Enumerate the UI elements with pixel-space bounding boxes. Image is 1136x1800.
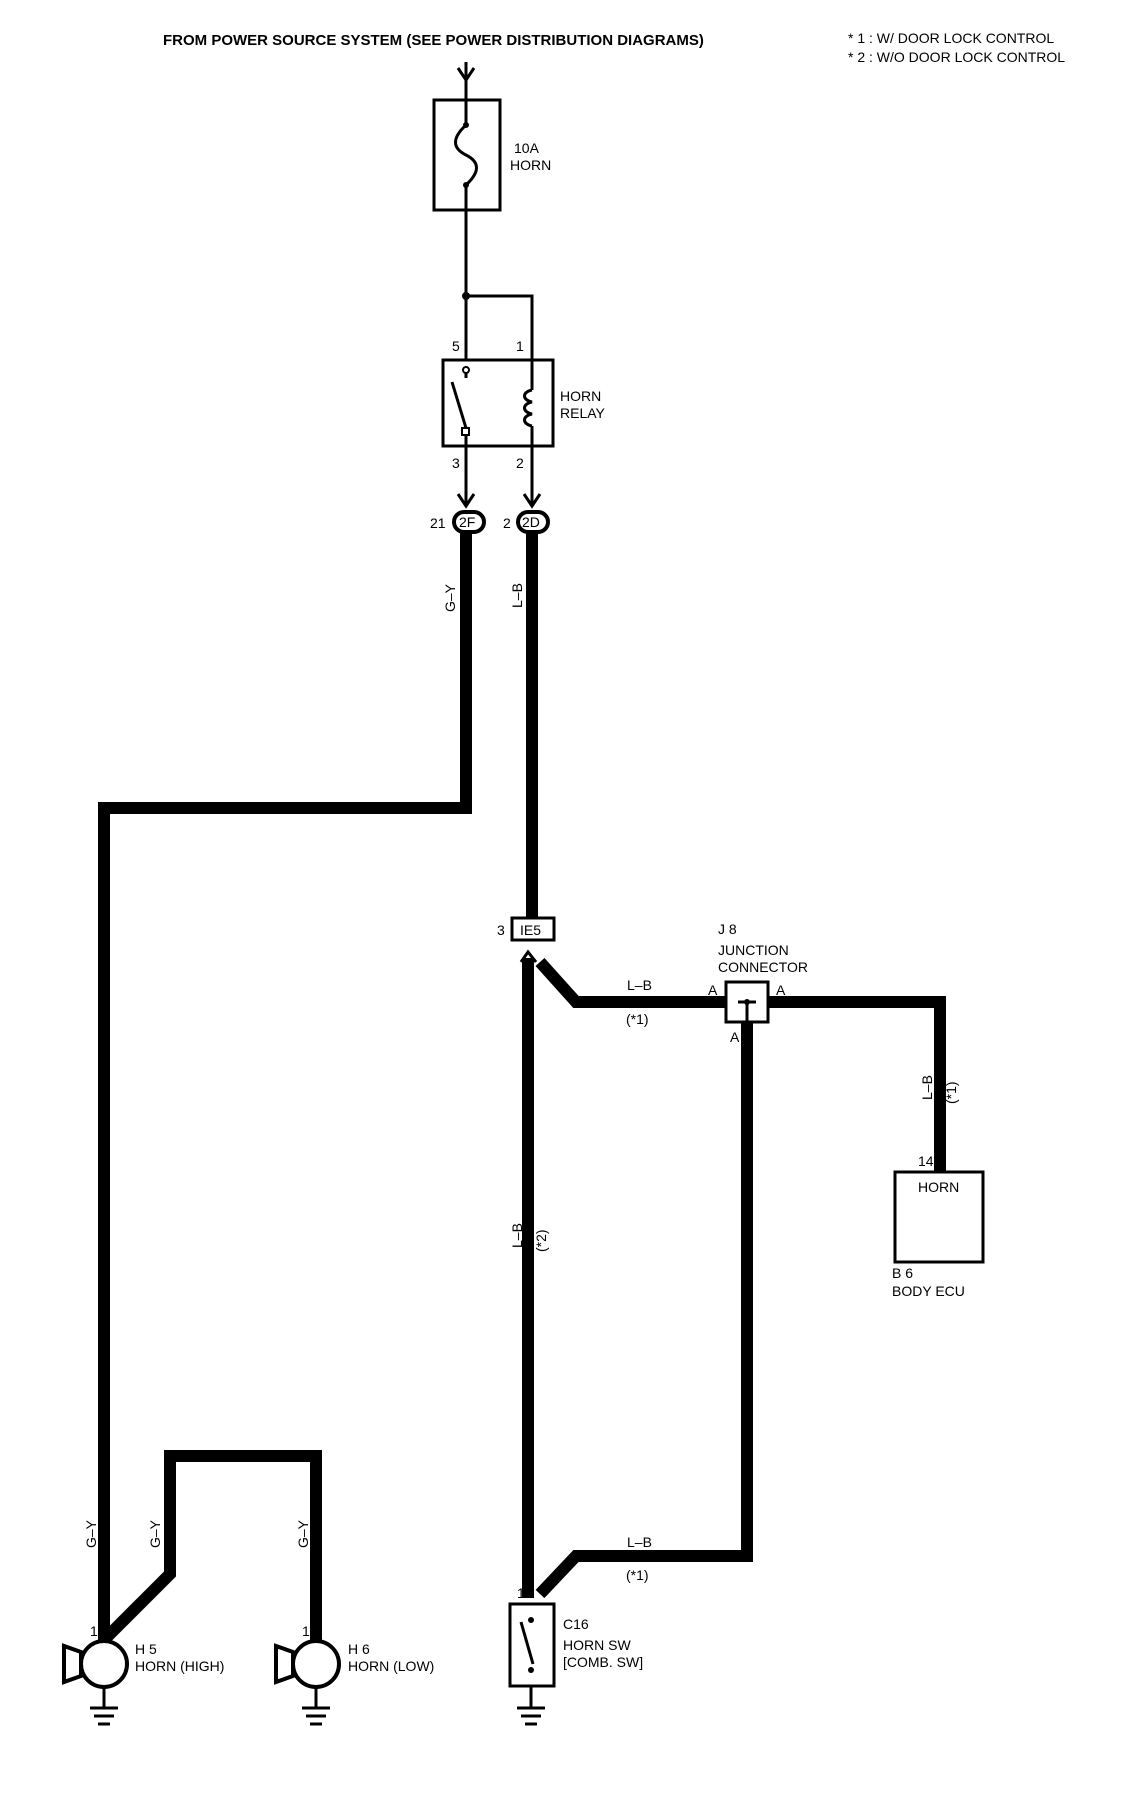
horn-low-h6 xyxy=(274,1639,341,1708)
relay-pin-3: 3 xyxy=(452,455,460,471)
wire-label-lb-ecu-note: (*1) xyxy=(943,1081,959,1104)
wire-label-lb-main: L–B xyxy=(509,1223,525,1248)
ecu-horn-label: HORN xyxy=(918,1179,959,1195)
connector-ie5-id: IE5 xyxy=(520,922,541,938)
connector-2d-id: 2D xyxy=(522,514,540,530)
power-source-arrow xyxy=(456,62,476,100)
ground-icon xyxy=(517,1706,545,1726)
horn-high-name: HORN (HIGH) xyxy=(135,1658,224,1674)
relay-pin-1: 1 xyxy=(516,338,524,354)
junction-label-line1: JUNCTION xyxy=(718,942,789,958)
horn-high-pin: 1 xyxy=(90,1623,98,1639)
note-1: * 1 : W/ DOOR LOCK CONTROL xyxy=(848,30,1054,46)
junction-id: J 8 xyxy=(718,921,737,937)
relay-label-line1: HORN xyxy=(560,388,601,404)
note-2: * 2 : W/O DOOR LOCK CONTROL xyxy=(848,49,1065,65)
connector-2f-id: 2F xyxy=(459,514,475,530)
relay-pin-5: 5 xyxy=(452,338,460,354)
connector-ie5 xyxy=(510,916,556,942)
horn-low-id: H 6 xyxy=(348,1641,370,1657)
junction-label-line2: CONNECTOR xyxy=(718,959,808,975)
connector-ie5-pin: 3 xyxy=(497,922,505,938)
horn-relay xyxy=(441,358,555,448)
wire-label-lb-top: L–B xyxy=(509,583,525,608)
wire-label-gy-top: G–Y xyxy=(442,583,458,612)
junction-pin-left: A xyxy=(708,982,718,998)
horn-switch-pin: 1 xyxy=(517,1585,525,1601)
wire-label-lb-sw-note: (*1) xyxy=(626,1567,649,1583)
body-ecu xyxy=(893,1170,985,1264)
horn-low-pin: 1 xyxy=(302,1623,310,1639)
relay-label-line2: RELAY xyxy=(560,405,606,421)
wire-lb-j8-to-switch xyxy=(535,1022,753,1599)
diagram-title: FROM POWER SOURCE SYSTEM (SEE POWER DIST… xyxy=(163,32,704,49)
connector-2f-pin: 21 xyxy=(430,515,446,531)
ecu-pin: 14 xyxy=(918,1153,934,1169)
relay-pin-2: 2 xyxy=(516,455,524,471)
connector-2d-pin: 2 xyxy=(503,515,511,531)
wire-label-lb-ecu: L–B xyxy=(919,1075,935,1100)
wire-label-gy-h6: G–Y xyxy=(295,1519,311,1548)
horn-high-id: H 5 xyxy=(135,1641,157,1657)
wire-label-lb-main-note: (*2) xyxy=(533,1229,549,1252)
junction-connector-j8 xyxy=(724,980,770,1024)
horn-switch-label-line2: [COMB. SW] xyxy=(563,1654,643,1670)
ecu-name: BODY ECU xyxy=(892,1283,965,1299)
junction-pin-right: A xyxy=(776,982,786,998)
fuse-name: HORN xyxy=(510,157,551,173)
fuse-rating: 10A xyxy=(514,140,540,156)
junction-pin-bottom: A xyxy=(730,1029,740,1045)
ground-icon xyxy=(302,1706,330,1726)
horn-low-name: HORN (LOW) xyxy=(348,1658,434,1674)
ground-icon xyxy=(90,1706,118,1726)
ecu-id: B 6 xyxy=(892,1265,913,1281)
fuse-to-relay-wires xyxy=(462,210,534,370)
horn-switch-id: C16 xyxy=(563,1616,589,1632)
wire-label-gy-h5-branch: G–Y xyxy=(147,1519,163,1548)
wire-label-lb-sw: L–B xyxy=(627,1534,652,1550)
wire-label-lb-j8-note: (*1) xyxy=(626,1011,649,1027)
wire-gy-horn-branch xyxy=(99,1450,322,1645)
wire-lb-to-ecu xyxy=(768,996,946,1172)
horn-high-h5 xyxy=(62,1639,129,1708)
horn-switch-label-line1: HORN SW xyxy=(563,1637,631,1653)
wire-label-lb-j8: L–B xyxy=(627,977,652,993)
horn-switch-c16 xyxy=(508,1602,556,1708)
wire-gy-main xyxy=(98,532,472,1640)
fuse-10a-horn xyxy=(432,98,502,212)
wire-label-gy-h5: G–Y xyxy=(83,1519,99,1548)
wire-lb-to-j8 xyxy=(535,957,728,1008)
